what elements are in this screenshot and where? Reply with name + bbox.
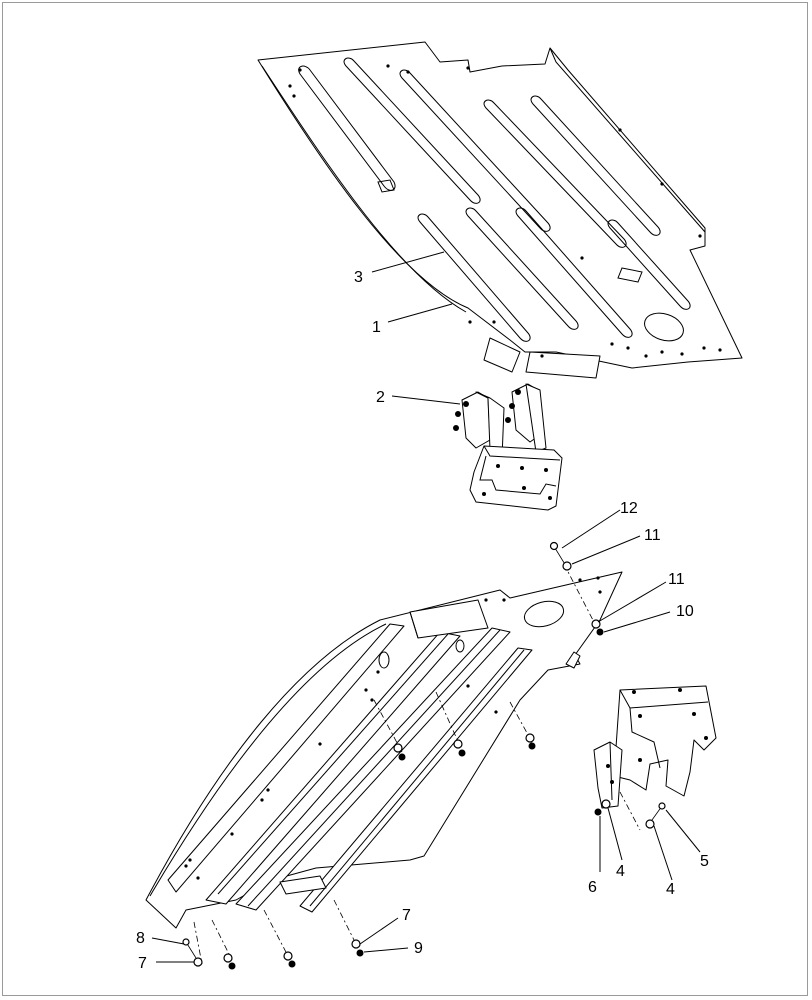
side-bracket-right bbox=[593, 685, 717, 809]
callout-4-left: 4 bbox=[616, 863, 625, 880]
callout-10: 10 bbox=[676, 603, 694, 620]
callout-11-upper: 11 bbox=[644, 527, 661, 544]
mounting-bracket-upper bbox=[453, 383, 563, 511]
callout-11-lower: 11 bbox=[668, 571, 685, 588]
callout-4-right: 4 bbox=[666, 881, 675, 898]
callout-12: 12 bbox=[620, 500, 638, 517]
callout-labels: 3 1 2 12 11 11 10 6 4 4 5 8 7 7 9 bbox=[136, 269, 709, 972]
callout-9: 9 bbox=[414, 940, 423, 957]
leader-lines bbox=[151, 251, 701, 963]
callout-1: 1 bbox=[372, 319, 381, 336]
lower-frame-assembly bbox=[145, 571, 623, 929]
callout-8: 8 bbox=[136, 930, 145, 947]
callout-5: 5 bbox=[700, 853, 709, 870]
hardware-items bbox=[182, 541, 666, 970]
callout-7-left: 7 bbox=[138, 955, 147, 972]
callout-6: 6 bbox=[588, 879, 597, 896]
top-platform-panel bbox=[257, 41, 743, 379]
callout-3: 3 bbox=[354, 269, 363, 286]
callout-2: 2 bbox=[376, 389, 385, 406]
callout-7-right: 7 bbox=[402, 907, 411, 924]
